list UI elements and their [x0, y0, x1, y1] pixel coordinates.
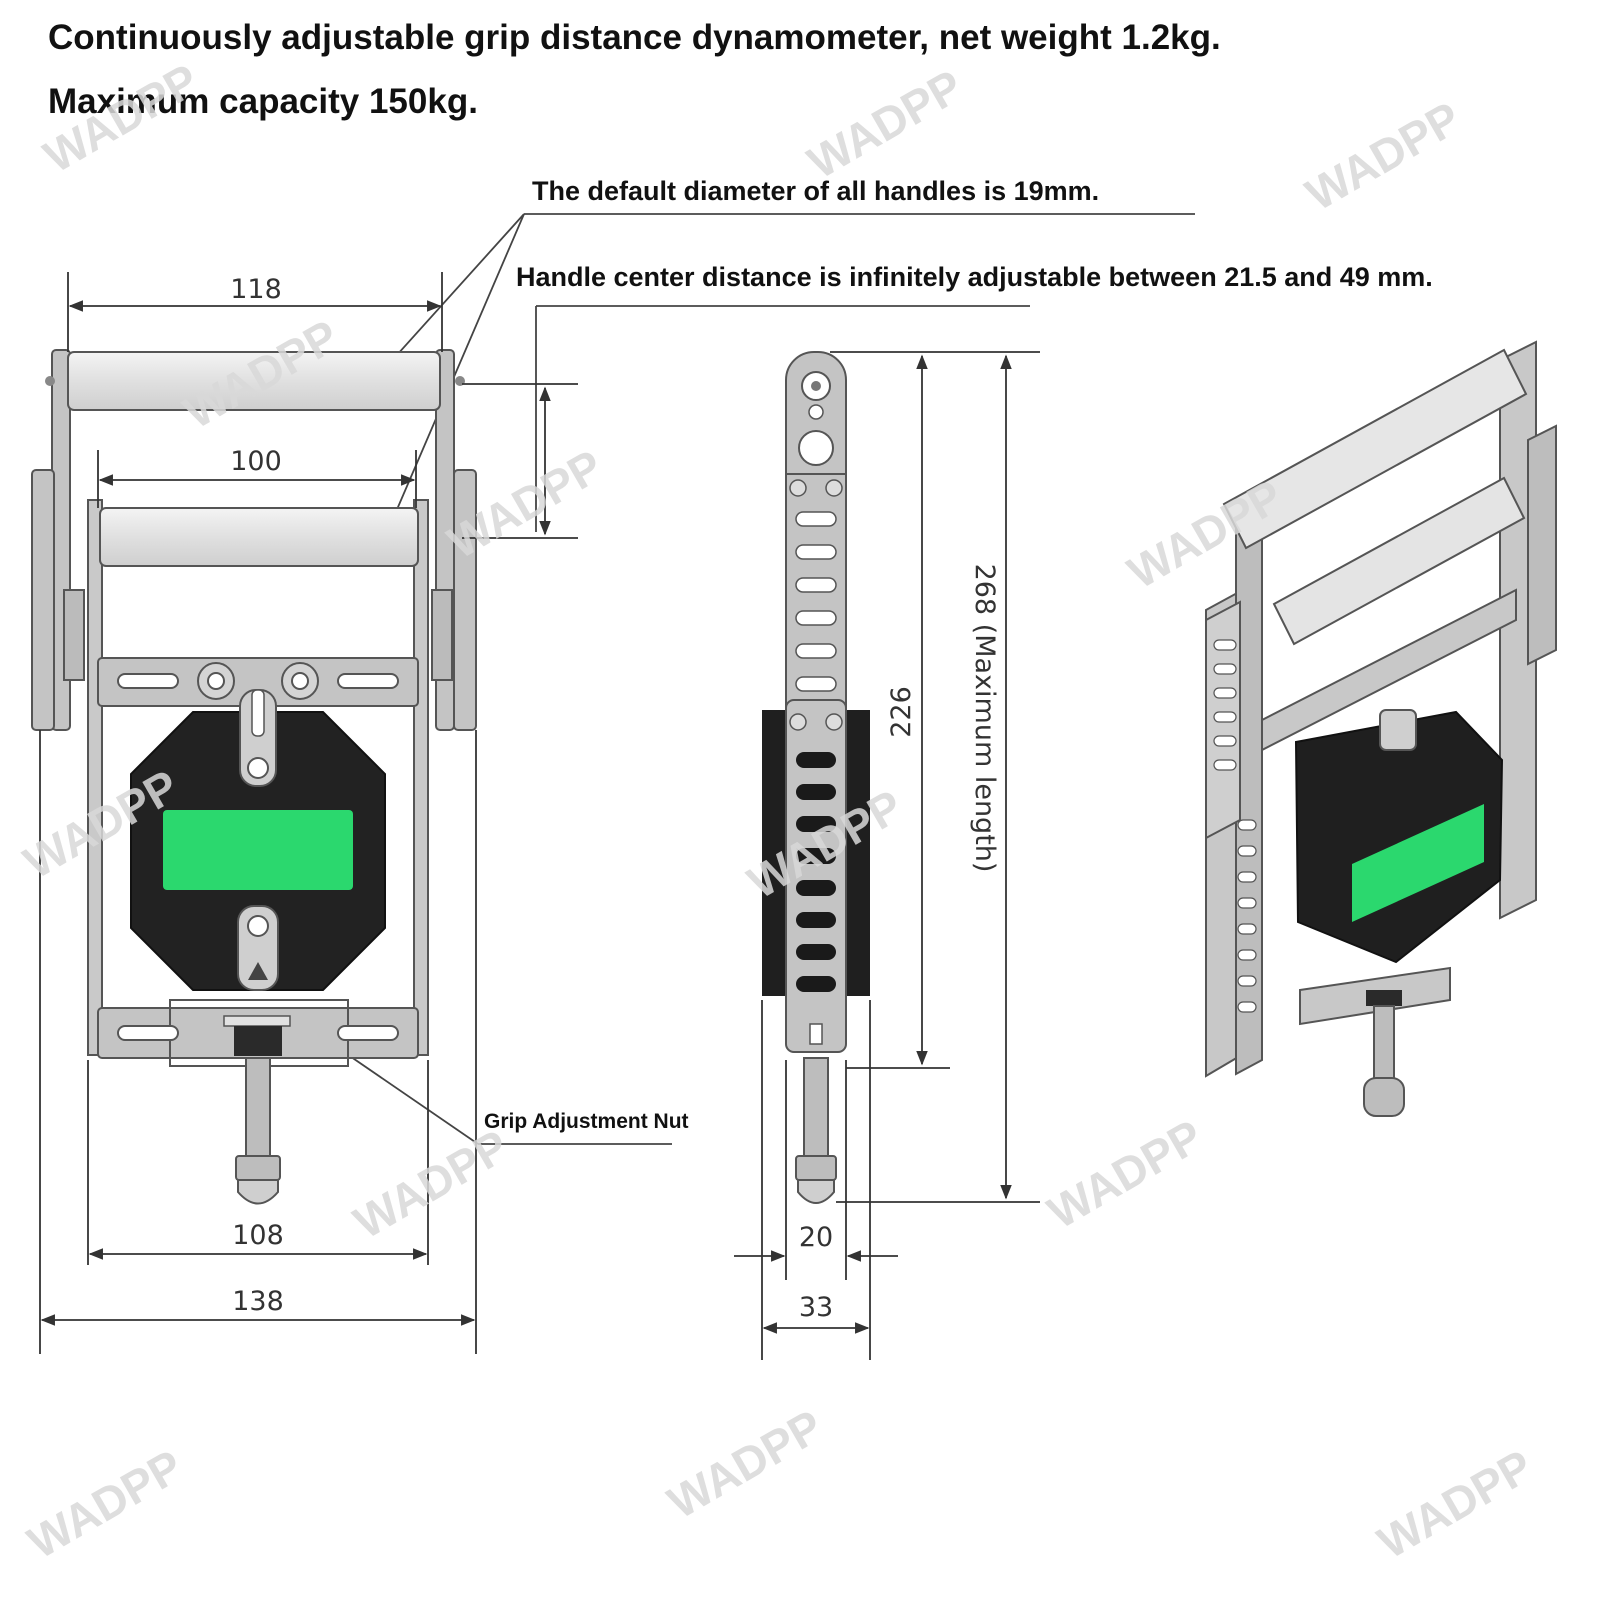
center-distance-note: Handle center distance is infinitely adj… [516, 262, 1433, 292]
watermark: WADPP [1297, 91, 1469, 220]
dim-20: 20 [799, 1222, 833, 1253]
iso-body [1294, 710, 1504, 964]
dim-100: 100 [230, 446, 282, 477]
front-view [31, 349, 477, 1205]
dim-118: 118 [230, 274, 282, 305]
iso-top-handle [1222, 348, 1528, 550]
iso-inner-handle [1272, 476, 1526, 646]
inner-handle [99, 507, 419, 567]
watermark: WADPP [1369, 1439, 1541, 1568]
dim-33: 33 [799, 1292, 833, 1323]
right-inner-frame [413, 499, 429, 1056]
handle-diameter-note: The default diameter of all handles is 1… [532, 176, 1100, 206]
watermark: WADPP [659, 1399, 831, 1528]
dim-138: 138 [232, 1286, 284, 1317]
dim-108: 108 [232, 1220, 284, 1251]
side-dimensions [734, 351, 1040, 1360]
title-line-1: Continuously adjustable grip distance dy… [48, 18, 1221, 57]
watermark: WADPP [19, 1439, 191, 1568]
top-handle [67, 351, 441, 411]
left-inner-frame [87, 499, 103, 1056]
iso-display [1352, 804, 1484, 922]
dim-226: 226 [886, 686, 917, 738]
slot-holes [795, 511, 837, 692]
side-view [762, 351, 870, 1204]
watermark: WADPP [799, 59, 971, 188]
front-dimensions [39, 272, 578, 1354]
dim-268-maximum-length: 268 (Maximum length) [969, 564, 1000, 873]
title-line-2: Maximum capacity 150kg. [48, 82, 478, 121]
grip-adjustment-nut-label: Grip Adjustment Nut [484, 1110, 689, 1133]
grip-adjustment-nut [234, 1026, 282, 1056]
watermark: WADPP [1039, 1109, 1211, 1238]
watermark: WADPP [35, 53, 207, 182]
display-screen [163, 810, 353, 890]
isometric-view [1205, 340, 1557, 1117]
watermark: WADPP [345, 1119, 517, 1248]
dark-slots [796, 752, 836, 992]
threaded-rod [245, 1057, 271, 1159]
